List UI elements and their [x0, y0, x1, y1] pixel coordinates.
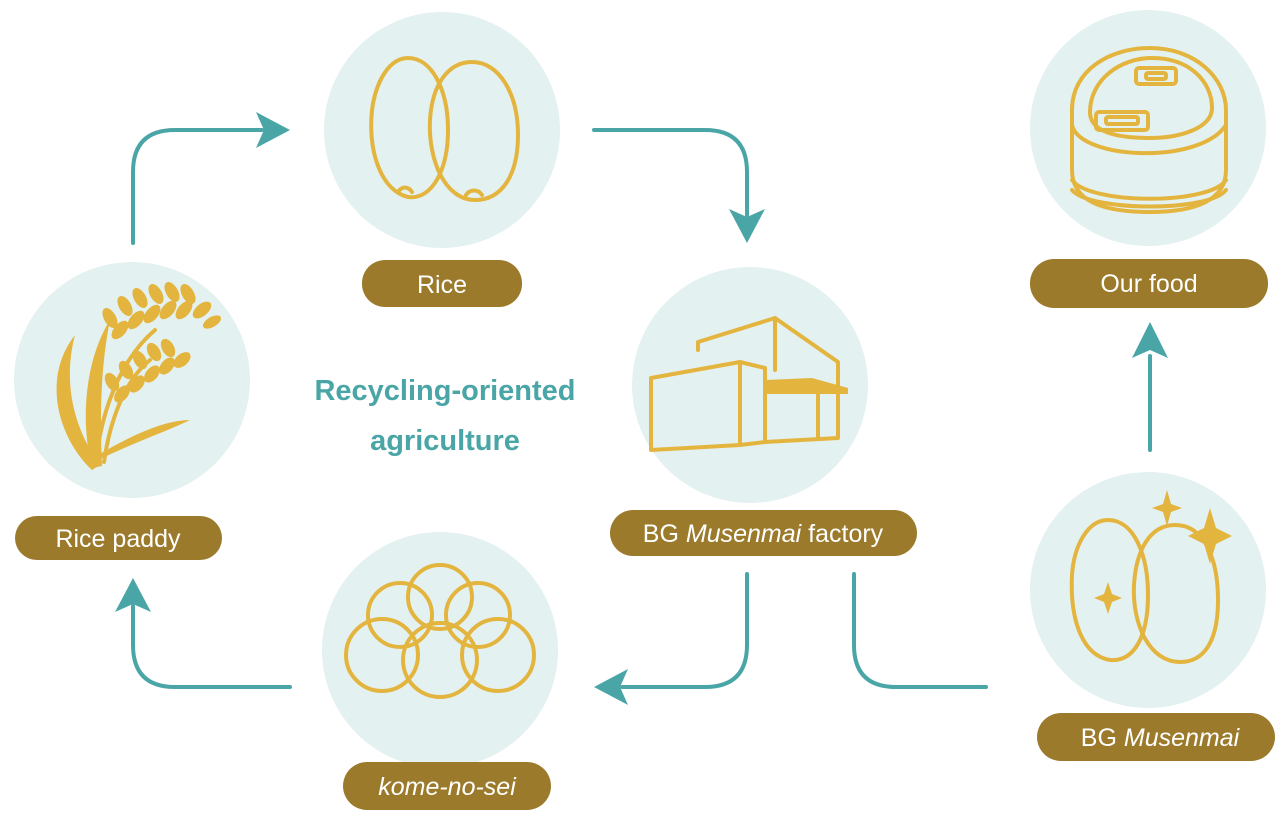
factory-label-pill	[610, 510, 917, 556]
node-our-food: Our food	[1030, 10, 1268, 308]
arrow-kome-to-paddy	[131, 604, 292, 689]
kome-no-sei-label-italic: kome-no-sei	[378, 773, 517, 801]
rice-paddy-label-pill	[15, 516, 222, 560]
arrow-rice-to-factory	[592, 128, 749, 217]
factory-label-suffix: factory	[801, 520, 883, 548]
rice-label-pill	[362, 260, 522, 307]
factory-label: BG Musenmai factory	[643, 520, 884, 548]
rice-grains-icon	[369, 56, 520, 202]
arrow-paddy-to-rice	[131, 128, 264, 245]
bg-musenmai-label-pill	[1037, 713, 1275, 761]
arrow-factory-to-bg-musenmai	[852, 572, 988, 689]
flow-arrows	[115, 112, 1168, 705]
kome-no-sei-label: kome-no-sei	[378, 773, 517, 801]
arrow-factory-to-kome	[620, 572, 749, 689]
our-food-label: Our food	[1100, 270, 1197, 298]
node-factory: BG Musenmai factory	[610, 267, 917, 556]
sparkle-top-icon	[1152, 490, 1182, 526]
node-kome-no-sei: kome-no-sei	[322, 532, 558, 810]
node-bg-musenmai: BG Musenmai	[1030, 472, 1275, 761]
center-title-line1: Recycling-oriented	[314, 375, 575, 407]
arrowhead-rice-to-factory	[729, 209, 765, 243]
arrowhead-paddy-to-rice	[256, 112, 290, 148]
factory-label-prefix: BG	[643, 520, 686, 548]
bg-musenmai-label-italic: Musenmai	[1124, 724, 1241, 752]
rice-cooker-icon	[1070, 46, 1228, 214]
bran-pellets-icon	[344, 563, 536, 699]
rice-plant-icon	[56, 282, 222, 470]
kome-no-sei-label-pill	[343, 762, 551, 810]
our-food-label-pill	[1030, 259, 1268, 308]
bg-musenmai-label: BG Musenmai	[1081, 724, 1241, 752]
rice-paddy-label: Rice paddy	[55, 525, 181, 553]
kome-no-sei-circle	[322, 532, 558, 768]
node-rice: Rice	[324, 12, 560, 307]
center-title-line2: agriculture	[370, 425, 520, 457]
rice-label: Rice	[417, 271, 467, 299]
arrowhead-musenmai-to-food	[1132, 322, 1168, 358]
sparkle-large-icon	[1188, 508, 1232, 564]
arrowhead-kome-to-paddy	[115, 578, 151, 612]
factory-circle	[632, 267, 868, 503]
rice-circle	[324, 12, 560, 248]
sparkle-small-icon	[1094, 582, 1122, 614]
factory-label-italic: Musenmai	[686, 520, 803, 548]
sparkling-rice-icon	[1069, 490, 1232, 664]
bg-musenmai-label-prefix: BG	[1081, 724, 1124, 752]
node-rice-paddy: Rice paddy	[14, 262, 250, 560]
arrowhead-factory-to-kome	[594, 669, 628, 705]
factory-icon	[649, 316, 848, 452]
